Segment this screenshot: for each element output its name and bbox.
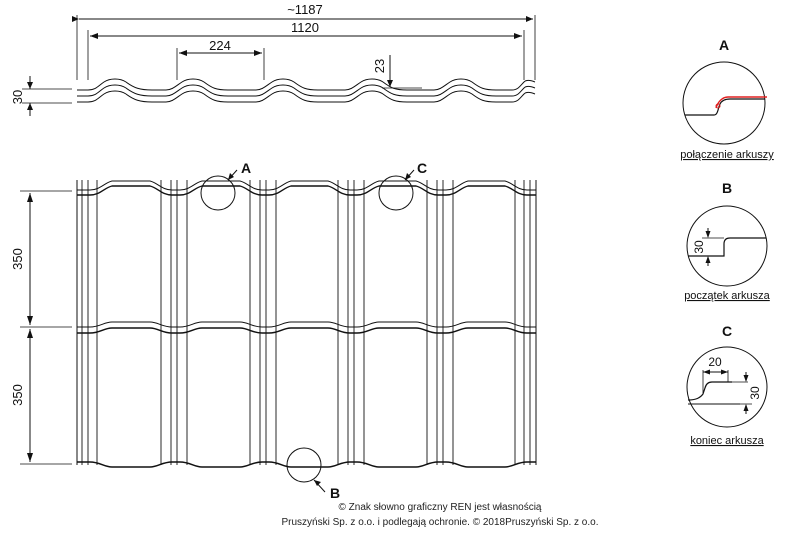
effective-width-label: 1120	[291, 20, 319, 35]
profile-height-label: 30	[10, 90, 25, 104]
copyright-line-1: © Znak słowno graficzny REN jest własnoś…	[338, 502, 542, 513]
detail-a-title: A	[719, 37, 729, 53]
detail-a-seal-edge	[715, 96, 767, 109]
profile-bottom-line	[77, 90, 536, 103]
detail-c-marker-letter: C	[417, 160, 427, 176]
pitch-label: 224	[209, 38, 231, 53]
detail-c-marker-circle	[378, 175, 414, 211]
copyright-line-2: Pruszyński Sp. z o.o. i podlegają ochron…	[281, 517, 599, 528]
detail-b-caption: początek arkusza	[684, 290, 770, 302]
detail-a-view	[682, 61, 767, 145]
plan-bottom-edge	[77, 461, 536, 468]
rib-lines	[81, 180, 531, 465]
plan-dim-arrows	[27, 173, 411, 486]
module-length-upper-label: 350	[10, 248, 25, 270]
profile-mid-line	[77, 84, 536, 97]
plan-view	[20, 169, 537, 493]
detail-c-view	[686, 346, 768, 428]
detail-c-height-label: 30	[748, 386, 762, 400]
detail-c-caption: koniec arkusza	[690, 435, 764, 447]
detail-c-width-label: 20	[708, 355, 722, 369]
profile-dim-arrows	[90, 33, 522, 56]
detail-c-title: C	[722, 323, 732, 339]
profile-view	[22, 15, 536, 116]
step-depth-label: 23	[372, 59, 387, 73]
plan-top-edge	[77, 180, 536, 191]
plan-middle-step	[77, 321, 536, 328]
detail-b-height-label: 30	[692, 240, 706, 254]
detail-b-marker-circle	[286, 447, 322, 483]
profile-top-line	[77, 78, 536, 91]
detail-a-marker-letter: A	[241, 160, 251, 176]
detail-b-marker-letter: B	[330, 485, 340, 501]
module-length-lower-label: 350	[10, 384, 25, 406]
detail-a-caption: połączenie arkuszy	[680, 149, 774, 161]
detail-a-marker-circle	[200, 175, 236, 211]
overall-width-label: ~1187	[287, 2, 323, 17]
detail-b-title: B	[722, 180, 732, 196]
detail-b-view	[686, 205, 768, 287]
